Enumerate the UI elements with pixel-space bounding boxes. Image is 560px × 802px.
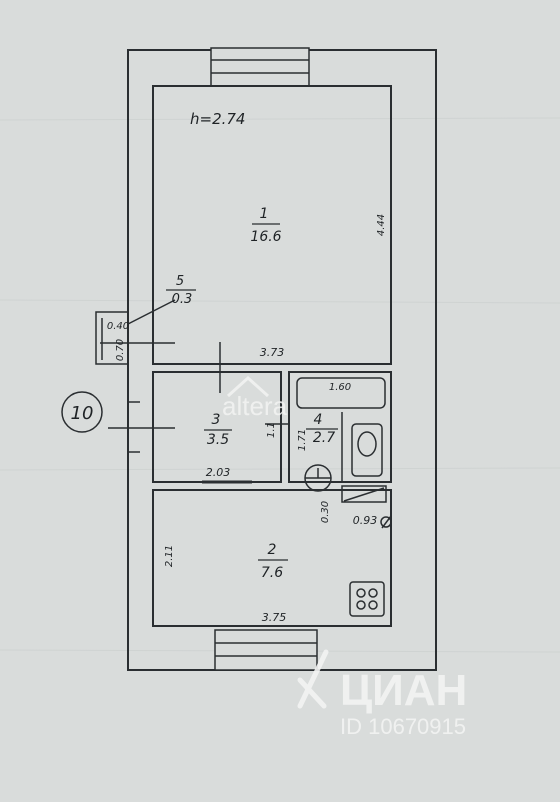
room-1-number: 1 bbox=[260, 206, 269, 222]
room-5-niche bbox=[95, 299, 176, 365]
wall-ticks-left bbox=[128, 401, 140, 453]
room-2-outline bbox=[152, 489, 392, 627]
dim-room1-width: 3.73 bbox=[260, 346, 285, 359]
dim-room3-width: 2.03 bbox=[206, 466, 231, 479]
cian-watermark: ЦИАН ID 10670915 bbox=[297, 649, 467, 739]
gas-meter-icon bbox=[380, 515, 392, 529]
dim-room2-width: 3.75 bbox=[262, 611, 287, 624]
dim-room1-height: 4.44 bbox=[376, 214, 387, 236]
dim-room2-height: 2.11 bbox=[164, 545, 175, 567]
room-3-area: 3.5 bbox=[207, 432, 229, 448]
dim-niche-width: 0.40 bbox=[107, 321, 129, 332]
room-4-area: 2.7 bbox=[313, 430, 335, 446]
stove-icon bbox=[349, 581, 385, 617]
apartment-number-circle bbox=[61, 391, 103, 433]
ventilation-duct-icon bbox=[341, 485, 387, 503]
room-4-outline bbox=[288, 371, 392, 483]
room-5-area: 0.3 bbox=[172, 292, 193, 307]
toilet-icon bbox=[351, 423, 383, 477]
room-2-number: 2 bbox=[268, 542, 277, 558]
sink-icon bbox=[304, 464, 332, 492]
cian-logo-icon bbox=[297, 649, 329, 709]
window-top bbox=[210, 47, 310, 87]
room-4-number: 4 bbox=[314, 412, 323, 428]
dim-bath-length: 1.60 bbox=[329, 382, 351, 393]
altera-watermark: altera bbox=[222, 375, 288, 421]
room-3-number: 3 bbox=[212, 412, 221, 428]
room-1-outline bbox=[152, 85, 392, 365]
room-2-area: 7.6 bbox=[261, 565, 283, 581]
dim-niche-height: 0.70 bbox=[115, 339, 126, 361]
window-bottom bbox=[214, 629, 318, 671]
apartment-number: 10 bbox=[71, 403, 94, 424]
bathtub-icon bbox=[296, 377, 386, 409]
room-1-area: 16.6 bbox=[250, 229, 281, 245]
cian-brand-text: ЦИАН bbox=[340, 666, 467, 715]
dim-room3-height: 1.1 bbox=[266, 422, 277, 438]
altera-logo-icon bbox=[226, 375, 270, 398]
ceiling-height: h=2.74 bbox=[190, 110, 245, 128]
room-5-number: 5 bbox=[176, 274, 184, 289]
dim-duct-width: 0.93 bbox=[353, 514, 378, 527]
dim-duct-depth: 0.30 bbox=[320, 501, 331, 523]
dim-room4-height: 1.71 bbox=[297, 429, 308, 451]
cian-id-text: ID 10670915 bbox=[340, 714, 466, 739]
altera-watermark-text: altera bbox=[222, 391, 288, 421]
